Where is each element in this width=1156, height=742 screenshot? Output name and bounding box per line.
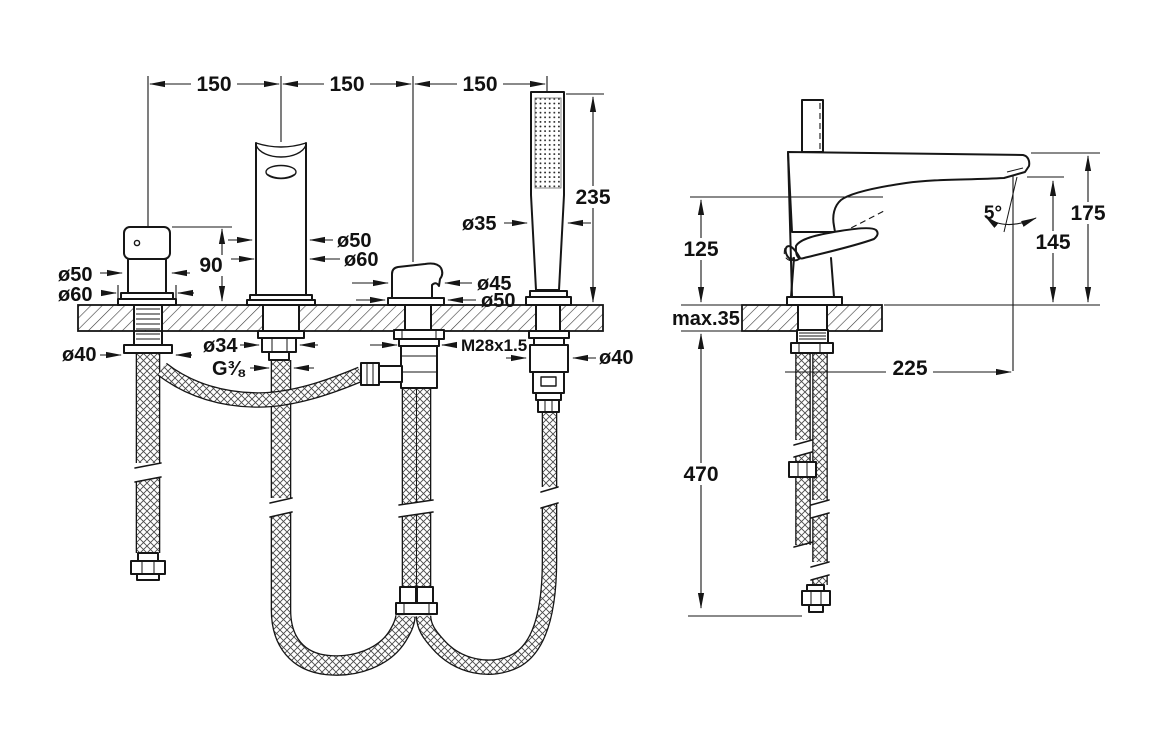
dim-diverter-diameter: ø45 <box>477 273 511 295</box>
dim-hole-spacing-1: 150 <box>196 73 231 96</box>
spout <box>246 142 316 361</box>
dim-handle-diameter: ø50 <box>58 264 92 286</box>
spray-face <box>534 97 562 189</box>
dim-handle-height: 90 <box>199 254 222 277</box>
dim-hose-drop: 470 <box>683 463 718 486</box>
dim-underside-height: 125 <box>683 238 718 261</box>
dim-shower-length: 235 <box>575 186 610 209</box>
dim-shower-shank: ø40 <box>599 347 633 369</box>
hose-b-coupling <box>377 365 403 383</box>
front-deck-shanks <box>134 305 561 331</box>
dim-spray-angle: 5° <box>984 203 1002 224</box>
supply-hoses <box>130 353 559 676</box>
dim-outlet-height: 145 <box>1035 231 1070 254</box>
lever-handle <box>794 227 879 260</box>
dim-hole-spacing-3: 150 <box>462 73 497 96</box>
dim-handle-base-diameter: ø60 <box>58 284 92 306</box>
dim-spout-base-diameter: ø60 <box>344 249 378 271</box>
dim-diverter-thread: M28x1.5 <box>461 336 527 355</box>
dim-total-height: 175 <box>1070 202 1105 225</box>
side-dimensions: 125 max.35 470 225 5° 145 175 <box>672 152 1110 617</box>
hose-end-fittings <box>130 552 438 615</box>
dim-spout-reach: 225 <box>892 357 927 380</box>
dim-diverter-base-diameter: ø50 <box>481 290 515 312</box>
front-dimensions: 150 150 150 ø50 ø60 90 ø50 ø60 <box>58 72 633 380</box>
dim-shower-diameter: ø35 <box>462 213 496 235</box>
diverter <box>360 262 445 389</box>
dim-handle-shank: ø40 <box>62 344 96 366</box>
dim-deck-thickness: max.35 <box>672 308 740 330</box>
front-deck <box>77 304 604 332</box>
dim-spout-nut: ø34 <box>203 335 238 357</box>
side-view: 125 max.35 470 225 5° 145 175 <box>672 99 1110 617</box>
dim-spout-diameter: ø50 <box>337 230 371 252</box>
left-handle <box>117 226 177 354</box>
hand-shower <box>525 91 572 413</box>
dim-hose-thread: G⅜ <box>212 358 246 380</box>
side-hoses <box>788 353 831 613</box>
side-faucet-body <box>783 99 1031 306</box>
dim-hole-spacing-2: 150 <box>329 73 364 96</box>
hose-breaks <box>134 462 559 518</box>
front-view: 150 150 150 ø50 ø60 90 ø50 ø60 <box>58 72 633 676</box>
side-shank <box>790 329 834 354</box>
